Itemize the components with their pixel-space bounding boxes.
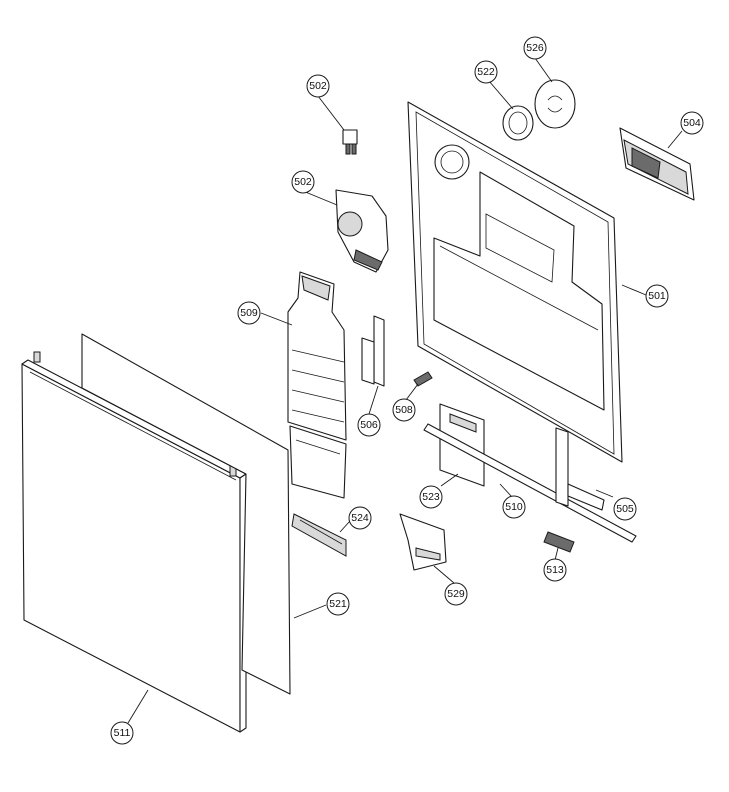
callout-526: 526 [523,36,547,60]
callout-502-dispenser: 502 [291,170,315,194]
callout-label: 502 [294,176,312,188]
callout-label: 523 [422,491,440,503]
inner-door-501 [407,101,623,463]
switch-502 [342,129,358,155]
callout-522: 522 [474,60,498,84]
callout-505: 505 [613,497,637,521]
bracket-505 [555,427,605,511]
callout-label: 529 [447,588,465,600]
callout-label: 506 [360,419,378,431]
callout-513: 513 [543,558,567,582]
insulation-panel-521 [81,333,291,695]
clip-513 [543,531,575,553]
callout-510: 510 [502,495,526,519]
callout-label: 521 [329,598,347,610]
callout-524: 524 [348,506,372,530]
callout-label: 508 [395,404,413,416]
callout-label: 501 [648,290,666,302]
bracket-506 [361,315,385,387]
callout-509: 509 [237,301,261,325]
cap-526 [534,79,576,129]
bottom-trim-524 [291,513,347,557]
callout-label: 505 [616,503,634,515]
callout-511: 511 [110,721,134,745]
callout-label: 513 [546,564,564,576]
callout-504: 504 [680,111,704,135]
leader-lines [127,57,683,724]
callout-label: 511 [114,727,131,739]
callout-508: 508 [392,398,416,422]
bracket-529 [399,513,447,571]
callout-506: 506 [357,413,381,437]
control-module-504 [619,127,695,201]
dispenser-502 [335,189,389,273]
callout-label: 510 [505,501,523,513]
callout-501: 501 [645,284,669,308]
callout-label: 526 [526,42,544,54]
callout-label: 509 [240,307,258,319]
callout-529: 529 [444,582,468,606]
seal-ring-522 [502,105,534,141]
callout-label: 524 [351,512,369,524]
vent-duct-509 [287,271,347,499]
callout-502-switch: 502 [306,74,330,98]
callout-label: 502 [309,80,327,92]
callout-523: 523 [419,485,443,509]
callout-521: 521 [326,592,350,616]
callout-label: 504 [683,117,701,129]
clip-508 [413,371,433,387]
callout-label: 522 [477,66,495,78]
